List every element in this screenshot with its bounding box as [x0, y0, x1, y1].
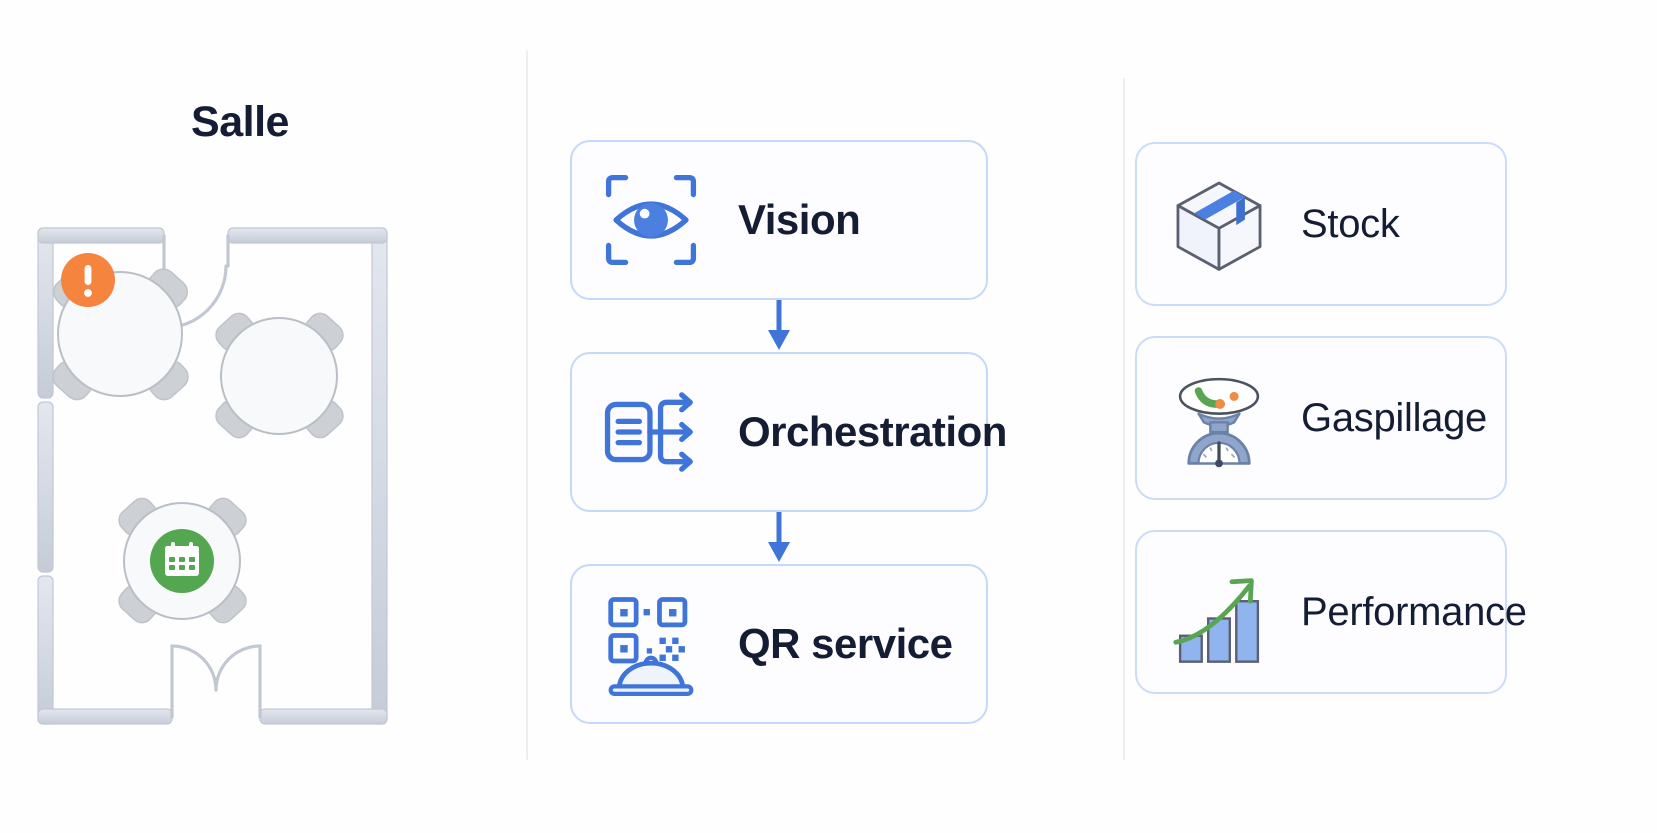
- arrow-down-icon: [768, 300, 790, 350]
- table-1[interactable]: [48, 253, 193, 405]
- pipeline-card-qr-service[interactable]: QR service: [570, 564, 988, 724]
- pipeline-card-vision[interactable]: Vision: [570, 140, 988, 300]
- pipeline-card-qr-service-label: QR service: [738, 620, 953, 667]
- box-tape: [1194, 190, 1245, 226]
- feature-card-performance-label: Performance: [1301, 589, 1527, 634]
- pipeline-card-orchestration-label: Orchestration: [738, 408, 1007, 455]
- table-3[interactable]: [115, 494, 251, 627]
- pipeline-connector-2: [570, 512, 988, 564]
- features-panel: Stock Gaspil: [1135, 142, 1527, 724]
- column-divider-right: [1123, 78, 1125, 760]
- column-divider-left: [526, 50, 528, 760]
- feature-card-stock-label: Stock: [1301, 201, 1400, 246]
- growth-chart-icon: [1173, 578, 1260, 663]
- arrow-down-icon: [768, 512, 790, 562]
- cloche-icon: [608, 655, 694, 696]
- pipeline-connector-1: [570, 300, 988, 352]
- feature-card-gaspillage[interactable]: Gaspillage: [1135, 336, 1507, 500]
- feature-card-gaspillage-label: Gaspillage: [1301, 395, 1488, 440]
- box-icon: [1176, 181, 1262, 271]
- floorplan-panel: Salle: [20, 40, 520, 780]
- table-2[interactable]: [212, 309, 348, 442]
- qr-cloche-icon: [608, 597, 694, 696]
- page-title: Salle: [191, 98, 289, 146]
- document-branch-icon: [604, 392, 693, 472]
- feature-card-stock[interactable]: Stock: [1135, 142, 1507, 306]
- calendar-icon: [165, 542, 199, 576]
- eye-scan-icon: [605, 174, 697, 266]
- pipeline-card-vision-label: Vision: [738, 196, 861, 243]
- pipeline-card-orchestration[interactable]: Orchestration: [570, 352, 1007, 512]
- table-1-alert-badge[interactable]: [61, 253, 115, 307]
- table-3-reservation-badge[interactable]: [150, 529, 214, 593]
- pipeline-panel: Vision: [570, 140, 1007, 724]
- floorplan-diagram: [37, 227, 388, 725]
- kitchen-scale-icon: [1178, 377, 1260, 468]
- door-bottom: [170, 644, 262, 719]
- table-2-top: [220, 317, 338, 435]
- feature-card-performance[interactable]: Performance: [1135, 530, 1527, 694]
